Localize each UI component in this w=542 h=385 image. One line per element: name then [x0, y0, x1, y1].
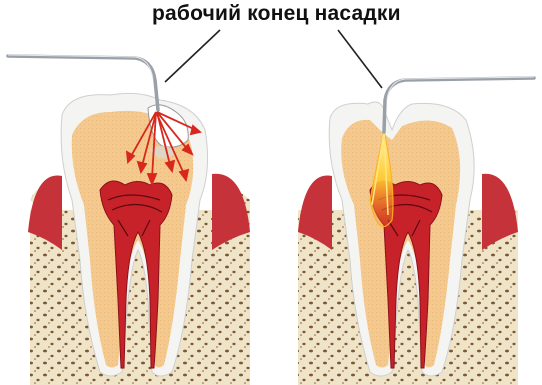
pointer-line-left — [165, 30, 220, 82]
pointer-line-right — [338, 30, 382, 88]
right-tooth-group — [298, 77, 534, 385]
left-tooth-group — [8, 55, 250, 385]
